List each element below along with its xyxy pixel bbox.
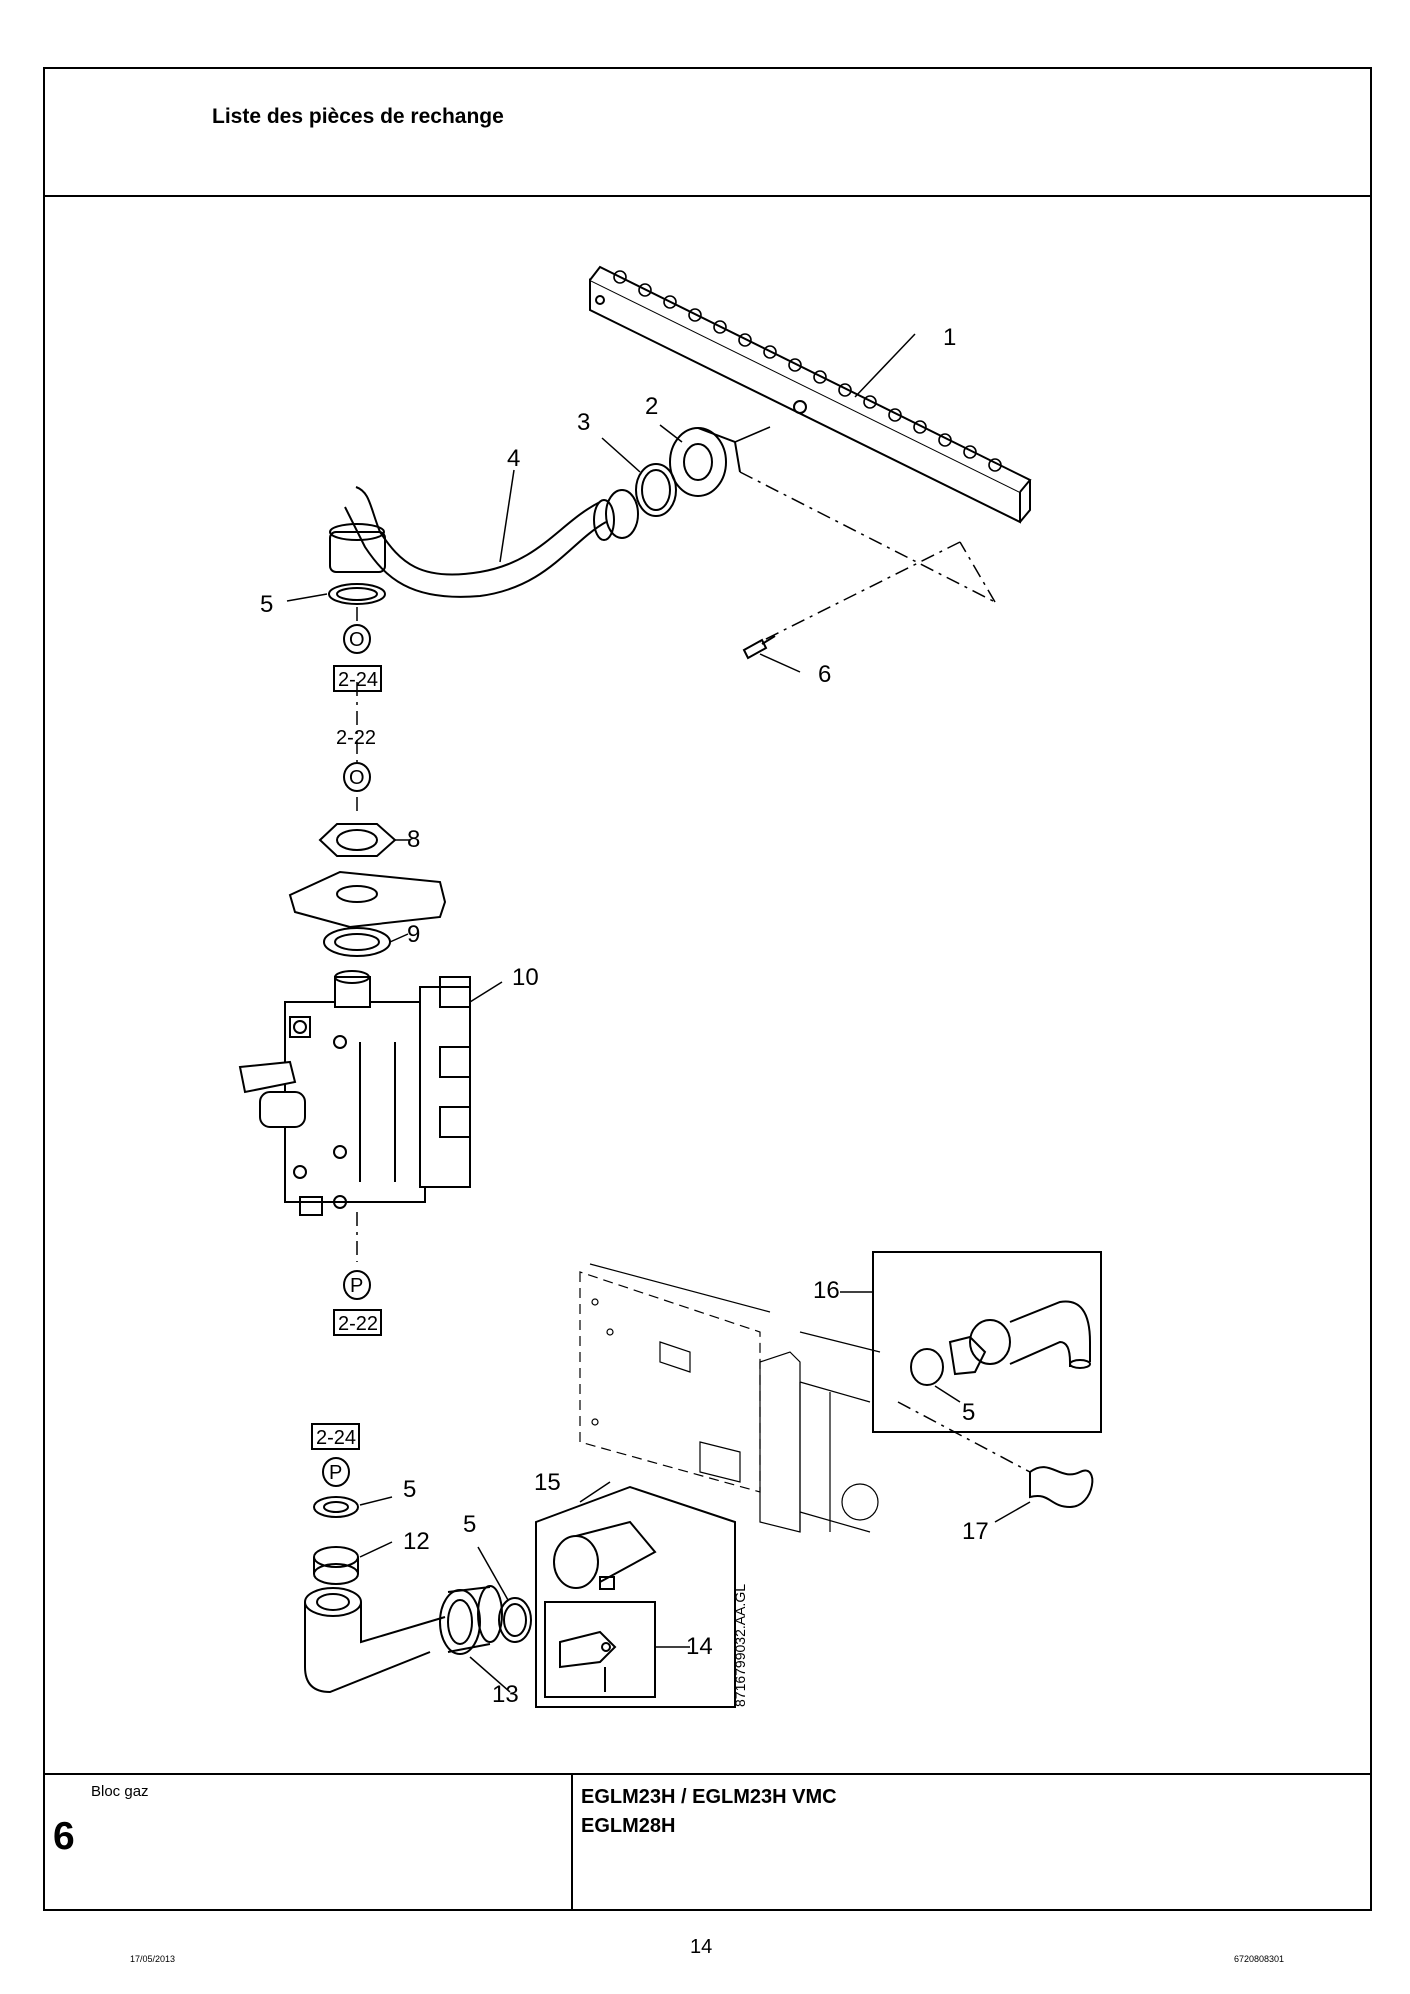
ref-2-22-mid: 2-22	[338, 1313, 378, 1335]
ref-2-24-top: 2-24	[338, 669, 378, 691]
callout-10: 10	[512, 964, 539, 991]
callout-14: 14	[686, 1633, 713, 1660]
callout-5d: 5	[962, 1399, 975, 1426]
sleeve	[669, 427, 741, 497]
callout-2: 2	[645, 393, 658, 420]
print-date: 17/05/2013	[130, 1954, 176, 1964]
gasket-5-b	[313, 1496, 359, 1518]
gas-pipe	[329, 486, 639, 598]
callout-12: 12	[403, 1528, 430, 1555]
ref-p-mid: P	[350, 1275, 363, 1297]
callout-16: 16	[813, 1277, 840, 1304]
ref-2-22-top: 2-22	[336, 727, 376, 749]
callout-9: 9	[407, 921, 420, 948]
section-number: 6	[53, 1815, 75, 1858]
callout-17: 17	[962, 1518, 989, 1545]
exploded-view-drawing: 1 2 3 4 5 6 8 9 10 5 5 12 13 14 15 16 5 …	[45, 197, 1370, 1759]
footer-row: Bloc gaz 6 EGLM23H / EGLM23H VMC EGLM28H	[45, 1773, 1370, 1909]
ref-box-2-22	[333, 1309, 382, 1336]
filter-plate	[288, 870, 447, 929]
ref-circle-p	[343, 1270, 371, 1300]
footer-left-cell: Bloc gaz 6	[45, 1775, 573, 1909]
ref-box-2-24	[333, 665, 382, 692]
group-name: Bloc gaz	[91, 1783, 149, 1800]
page-frame: Liste des pièces de rechange	[43, 67, 1372, 1911]
clip	[1029, 1466, 1094, 1509]
ref-circle-o-2	[343, 762, 371, 792]
gasket-ring	[328, 583, 386, 605]
inlet-elbow	[304, 1585, 503, 1694]
seal-ring-b	[498, 1597, 532, 1643]
drawing-code: 8716799032.AA.GL	[732, 1584, 748, 1707]
callout-8: 8	[407, 826, 420, 853]
screw	[742, 635, 776, 660]
callout-13: 13	[492, 1681, 519, 1708]
callout-1: 1	[943, 324, 956, 351]
ref-p-bottom: P	[329, 1462, 342, 1484]
chassis-panel	[579, 1263, 881, 1533]
callout-4: 4	[507, 445, 520, 472]
ref-2-24-bottom: 2-24	[316, 1427, 356, 1449]
ref-circle-p-b	[322, 1457, 350, 1487]
page-number: 14	[690, 1936, 713, 1958]
callout-6: 6	[818, 661, 831, 688]
seal	[323, 927, 391, 957]
callout-5b: 5	[403, 1476, 416, 1503]
burner-manifold	[589, 265, 1032, 524]
detail-box-16	[872, 1251, 1102, 1433]
header-row: Liste des pièces de rechange	[45, 69, 1370, 197]
hex-nut	[318, 823, 397, 857]
callout-3: 3	[577, 409, 590, 436]
detail-box-15-14	[535, 1485, 736, 1708]
ref-o-top: O	[349, 629, 365, 651]
callout-5c: 5	[463, 1511, 476, 1538]
ref-o-mid: O	[349, 767, 365, 789]
model-line-2: EGLM28H	[581, 1815, 676, 1837]
seal-ring	[635, 463, 677, 517]
nipple	[313, 1546, 359, 1585]
document-reference: 6720808301	[1234, 1954, 1285, 1964]
gas-valve	[238, 970, 471, 1216]
page-title: Liste des pièces de rechange	[212, 105, 504, 128]
ref-box-2-24-b	[311, 1423, 360, 1450]
model-list: EGLM23H / EGLM23H VMC EGLM28H	[581, 1783, 837, 1841]
model-line-1: EGLM23H / EGLM23H VMC	[581, 1786, 837, 1808]
callout-5a: 5	[260, 591, 273, 618]
ref-circle-o	[343, 624, 371, 654]
callout-15: 15	[534, 1469, 561, 1496]
